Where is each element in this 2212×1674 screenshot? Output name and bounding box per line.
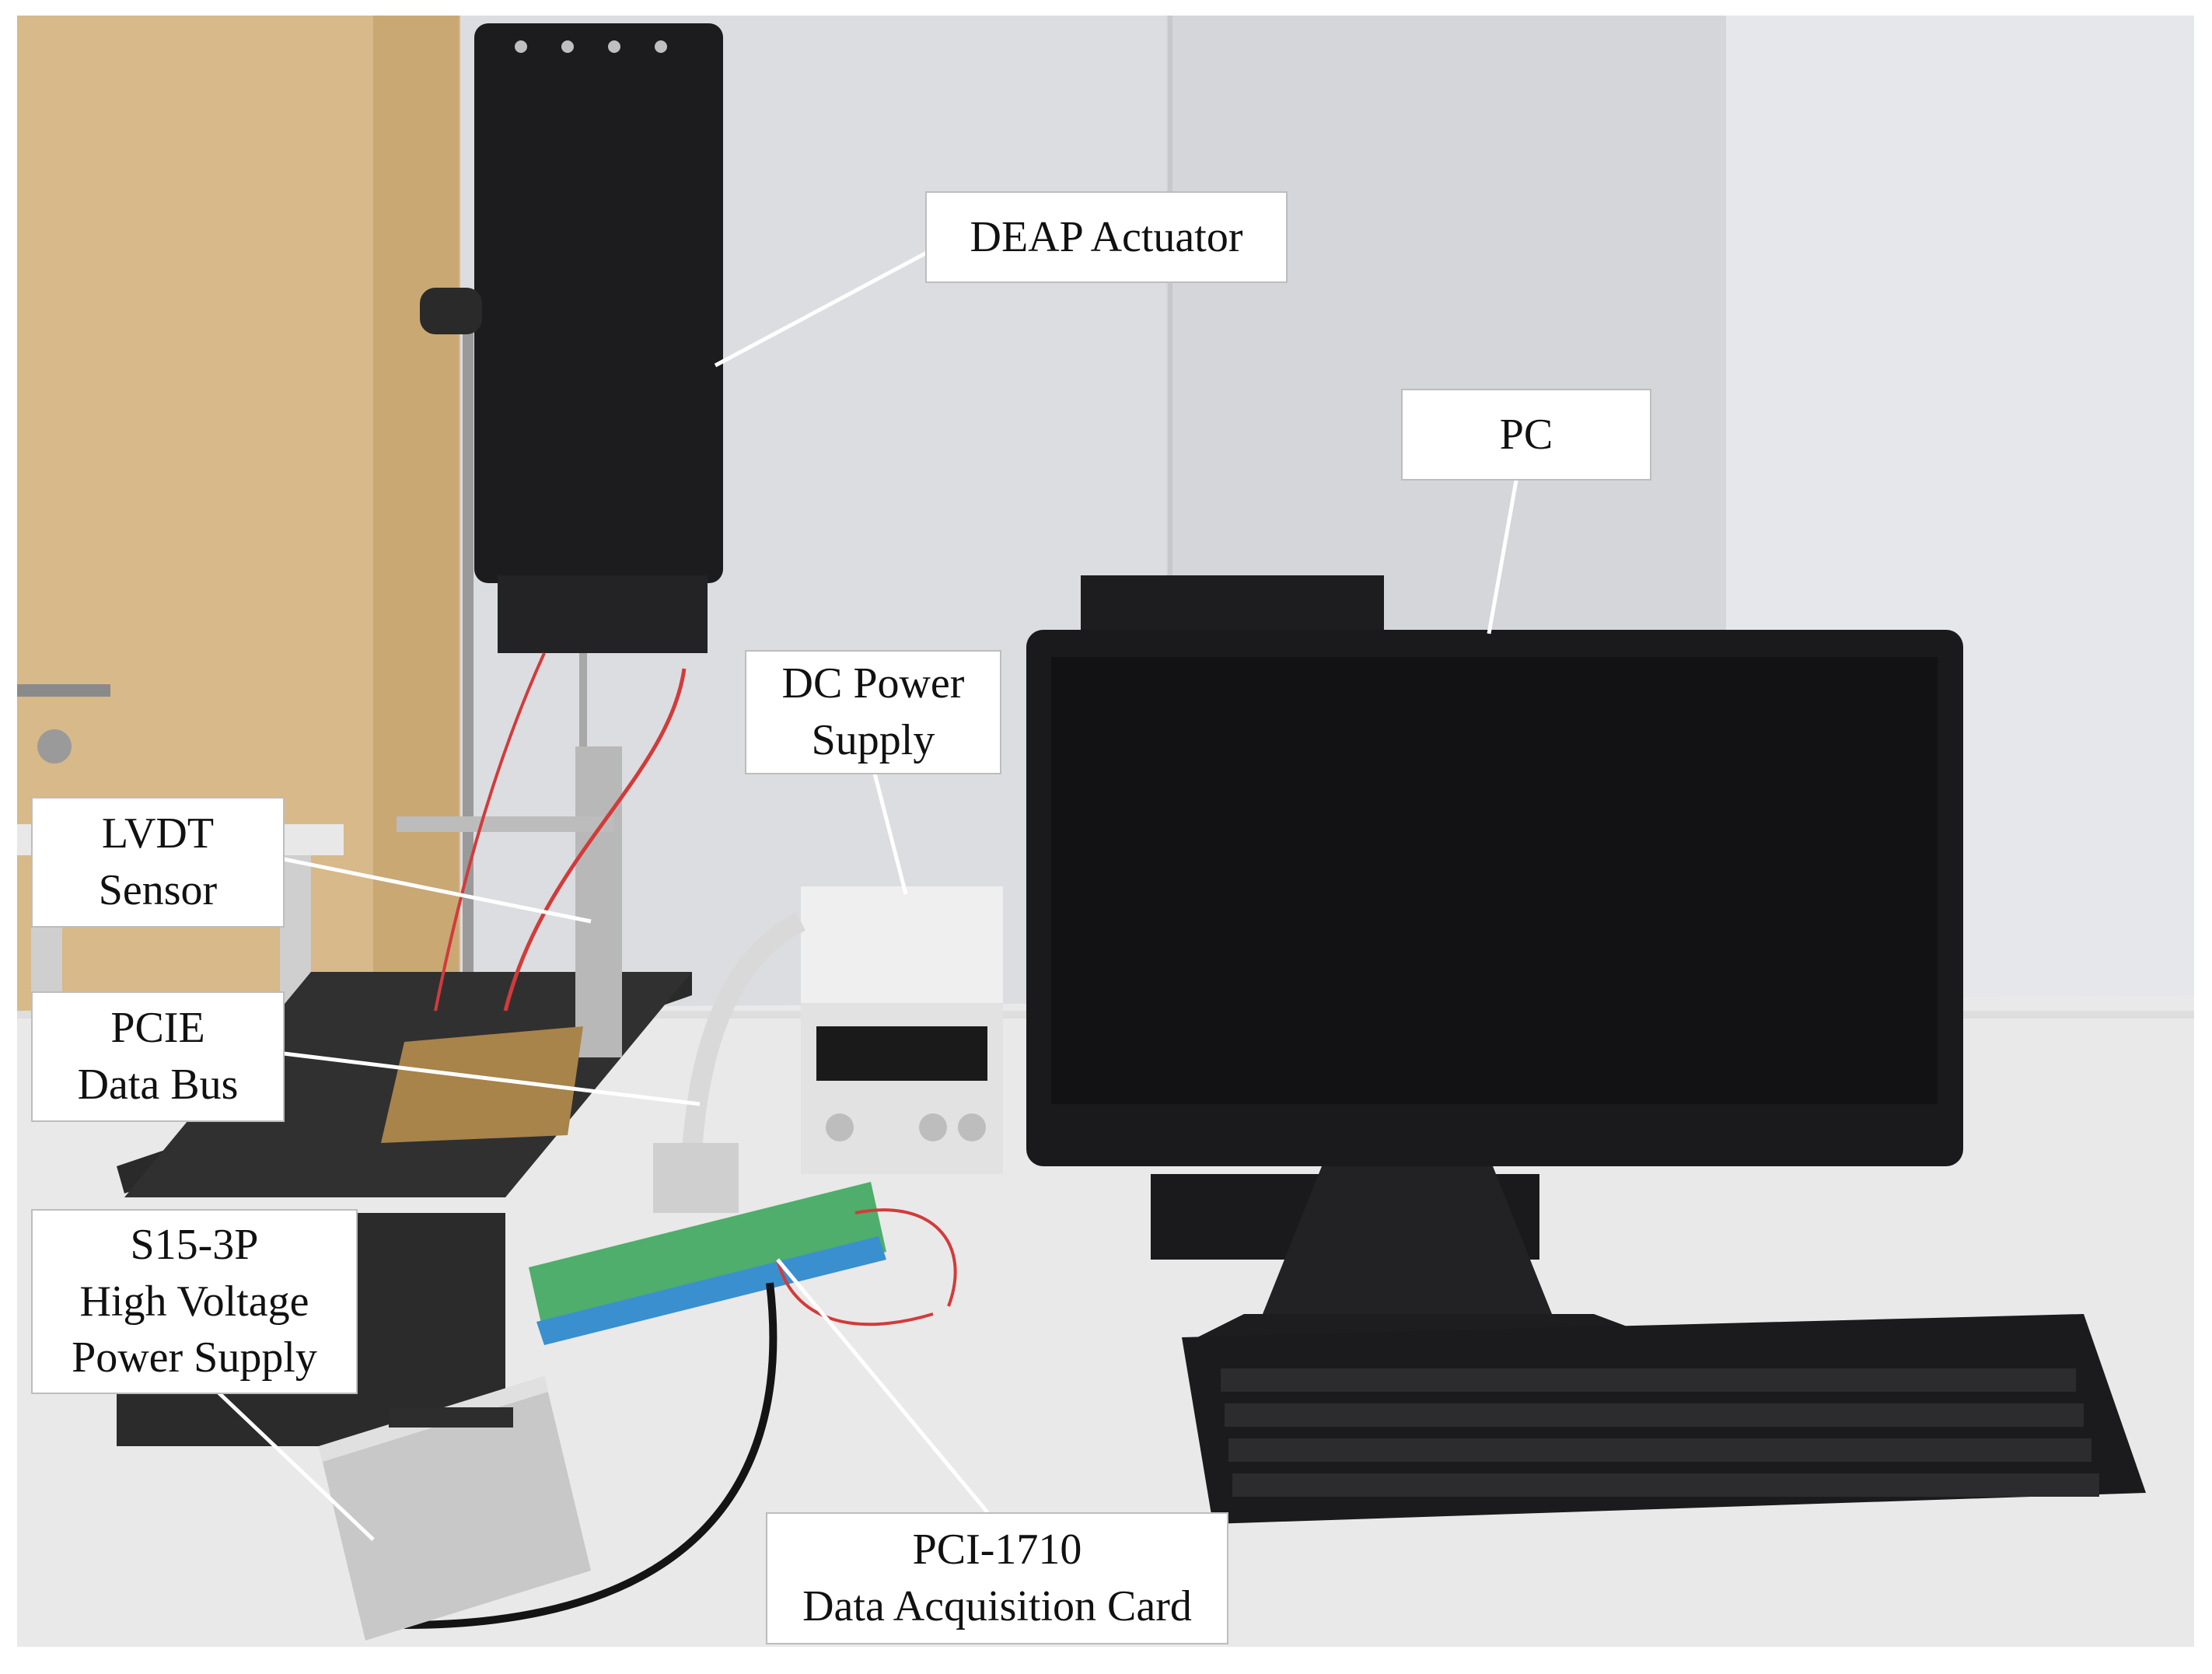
label-lvdt-sensor: LVDT Sensor — [31, 797, 285, 928]
label-daq-card: PCI-1710 Data Acquisition Card — [766, 1512, 1228, 1644]
label-pcie-data-bus-line2: Data Bus — [77, 1061, 239, 1109]
label-lvdt-sensor-line2: Sensor — [98, 866, 218, 914]
label-hv-power-supply: S15-3P High Voltage Power Supply — [31, 1209, 358, 1394]
label-deap-actuator-text: DEAP Actuator — [970, 212, 1243, 261]
label-hv-power-supply-line1: S15-3P — [130, 1220, 259, 1269]
label-pc-text: PC — [1499, 410, 1553, 459]
label-hv-power-supply-line2: High Voltage — [79, 1277, 309, 1326]
label-pcie-data-bus-line1: PCIE — [110, 1004, 205, 1053]
deap-actuator-device — [474, 23, 723, 583]
monitor-screen — [1051, 657, 1938, 1104]
label-daq-card-line1: PCI-1710 — [912, 1525, 1082, 1574]
label-dc-power-supply: DC Power Supply — [745, 650, 1001, 774]
label-daq-card-line2: Data Acquisition Card — [802, 1582, 1192, 1630]
label-lvdt-sensor-line1: LVDT — [101, 809, 215, 858]
label-pc: PC — [1401, 389, 1651, 481]
label-deap-actuator: DEAP Actuator — [925, 191, 1288, 283]
hv-power-supply-device — [319, 1376, 591, 1641]
label-hv-power-supply-line3: Power Supply — [72, 1333, 317, 1382]
label-dc-power-supply-line1: DC Power — [781, 659, 965, 708]
terminal-board — [529, 1182, 886, 1337]
label-dc-power-supply-line2: Supply — [811, 716, 935, 764]
label-pcie-data-bus: PCIE Data Bus — [31, 991, 285, 1122]
